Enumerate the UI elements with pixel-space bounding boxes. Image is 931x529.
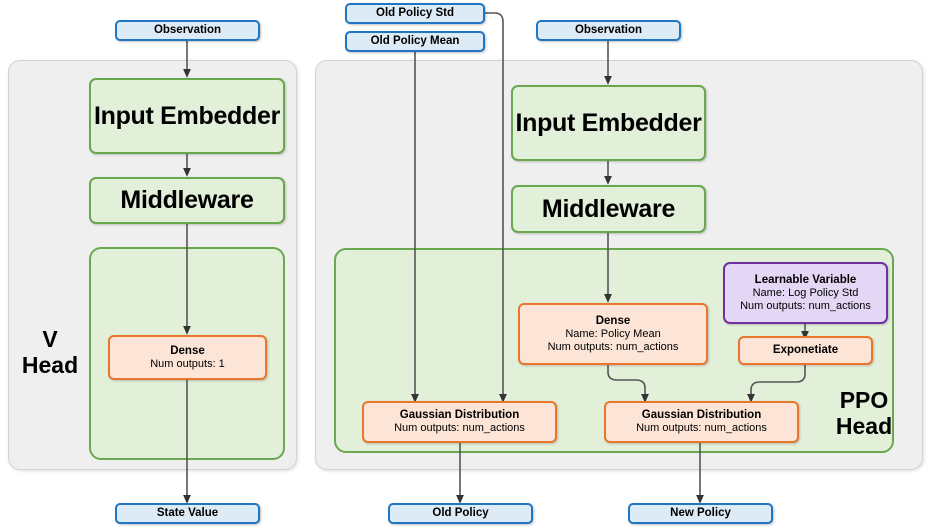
v-head-dense-title: Dense	[170, 344, 205, 357]
output-new-policy[interactable]: New Policy	[628, 503, 773, 524]
learnable-variable-outputs: Num outputs: num_actions	[740, 300, 871, 312]
ppo-head-label: PPO Head	[828, 387, 900, 440]
learnable-variable-title: Learnable Variable	[754, 273, 857, 286]
input-observation-ppo[interactable]: Observation	[536, 20, 681, 41]
ppo-head-gaussian-old[interactable]: Gaussian Distribution Num outputs: num_a…	[362, 401, 557, 443]
ppo-head-middleware[interactable]: Middleware	[511, 185, 706, 233]
gaussian-old-outputs: Num outputs: num_actions	[394, 422, 525, 435]
ppo-head-dense-name: Name: Policy Mean	[565, 327, 661, 340]
ppo-head-middleware-label: Middleware	[541, 194, 676, 223]
exponentiate-title: Exponetiate	[772, 344, 839, 357]
ppo-head-dense-outputs: Num outputs: num_actions	[547, 341, 679, 353]
v-head-input-embedder-label: Input Embedder	[93, 101, 281, 130]
output-state-value[interactable]: State Value	[115, 503, 260, 524]
input-old-policy-mean-label: Old Policy Mean	[370, 35, 460, 48]
input-observation-v-label: Observation	[153, 24, 222, 37]
input-old-policy-std-label: Old Policy Std	[376, 7, 454, 20]
output-old-policy-label: Old Policy	[432, 507, 489, 520]
gaussian-new-title: Gaussian Distribution	[641, 409, 762, 422]
ppo-head-learnable-variable[interactable]: Learnable Variable Name: Log Policy Std …	[723, 262, 888, 324]
output-new-policy-label: New Policy	[670, 507, 731, 520]
output-state-value-label: State Value	[156, 507, 219, 520]
ppo-head-dense-title: Dense	[595, 314, 631, 327]
ppo-head-label-line2: Head	[835, 412, 893, 439]
input-observation-v[interactable]: Observation	[115, 20, 260, 41]
input-old-policy-mean[interactable]: Old Policy Mean	[345, 31, 485, 52]
v-head-dense[interactable]: Dense Num outputs: 1	[108, 335, 267, 380]
v-head-label-line1: V	[42, 326, 58, 352]
gaussian-new-outputs: Num outputs: num_actions	[636, 422, 767, 435]
ppo-head-dense-policy-mean[interactable]: Dense Name: Policy Mean Num outputs: num…	[518, 303, 708, 365]
v-head-label: V Head	[14, 326, 86, 379]
gaussian-old-title: Gaussian Distribution	[399, 409, 520, 422]
ppo-head-gaussian-new[interactable]: Gaussian Distribution Num outputs: num_a…	[604, 401, 799, 443]
learnable-variable-name: Name: Log Policy Std	[752, 286, 859, 299]
v-head-dense-outputs: Num outputs: 1	[150, 357, 225, 370]
ppo-head-input-embedder-label: Input Embedder	[515, 108, 702, 137]
v-head-label-line2: Head	[21, 351, 79, 378]
v-head-middleware[interactable]: Middleware	[89, 177, 285, 224]
input-old-policy-std[interactable]: Old Policy Std	[345, 3, 485, 24]
ppo-head-label-line1: PPO	[839, 387, 889, 413]
v-head-input-embedder[interactable]: Input Embedder	[89, 78, 285, 154]
v-head-middleware-label: Middleware	[120, 186, 254, 215]
ppo-head-exponentiate[interactable]: Exponetiate	[738, 336, 873, 365]
ppo-head-input-embedder[interactable]: Input Embedder	[511, 85, 706, 161]
output-old-policy[interactable]: Old Policy	[388, 503, 533, 524]
input-observation-ppo-label: Observation	[574, 24, 643, 37]
